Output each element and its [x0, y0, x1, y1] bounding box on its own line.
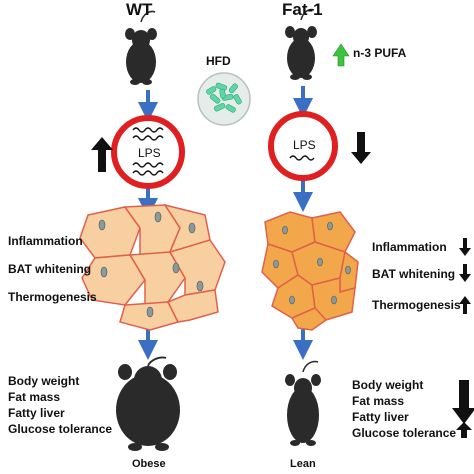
outcome-wt-fatty-liver: Fatty liver — [8, 406, 65, 420]
effect-fat1-thermogenesis: Thermogenesis — [372, 298, 461, 312]
mouse-fat1-top-icon — [285, 8, 317, 80]
lps-circle-wt — [111, 115, 185, 189]
outcome-fat1-fatty-liver: Fatty liver — [352, 410, 409, 424]
outcome-fat1-fat-mass: Fat mass — [352, 394, 405, 408]
adipocytes-fat1 — [261, 211, 359, 331]
label-fat1: Fat-1 — [282, 0, 323, 19]
outcome-wt-fat-mass: Fat mass — [8, 390, 61, 404]
effect-wt-thermogenesis: Thermogenesis — [8, 290, 97, 304]
label-n3pufa: n-3 PUFA — [353, 46, 407, 60]
nuclei-fat1 — [273, 221, 351, 305]
label-obese: Obese — [132, 458, 166, 470]
mouse-wt-top-icon — [125, 10, 157, 85]
lps-up-arrow-icon — [91, 137, 113, 172]
outcome-arrows-fat1 — [452, 380, 474, 438]
adipocytes-wt — [79, 203, 226, 331]
outcome-fat1-glucose-tolerance: Glucose tolerance — [352, 426, 457, 440]
outcomes-down-arrow-icon — [452, 380, 474, 424]
label-lps-wt: LPS — [138, 146, 161, 160]
nuclei-wt — [98, 211, 204, 318]
outcome-wt-body-weight: Body weight — [8, 374, 80, 388]
label-hfd: HFD — [206, 54, 231, 68]
lps-circle-fat1 — [268, 111, 338, 181]
label-lps-fat1: LPS — [293, 138, 316, 152]
mouse-lean-icon — [285, 360, 321, 446]
lps-down-arrow-icon — [351, 132, 371, 164]
label-wt: WT — [126, 0, 153, 19]
inflammation-down-arrow-icon — [459, 238, 471, 256]
hfd-pellet-dish-icon — [197, 72, 251, 126]
thermogenesis-up-arrow-icon — [459, 296, 471, 314]
outcome-wt-glucose-tolerance: Glucose tolerance — [8, 422, 113, 436]
effect-fat1-bat-whitening: BAT whitening — [372, 267, 456, 281]
n3pufa-up-arrow-icon — [332, 43, 350, 67]
effect-fat1-inflammation: Inflammation — [372, 240, 447, 254]
bat-whitening-down-arrow-icon — [459, 264, 471, 282]
mouse-obese-icon — [116, 356, 180, 451]
outcome-fat1-body-weight: Body weight — [352, 378, 424, 392]
effect-wt-inflammation: Inflammation — [8, 234, 83, 248]
effect-wt-bat-whitening: BAT whitening — [8, 262, 92, 276]
label-lean: Lean — [290, 458, 316, 470]
glucose-tolerance-up-arrow-icon — [456, 422, 472, 438]
effect-arrows-fat1 — [459, 238, 471, 314]
